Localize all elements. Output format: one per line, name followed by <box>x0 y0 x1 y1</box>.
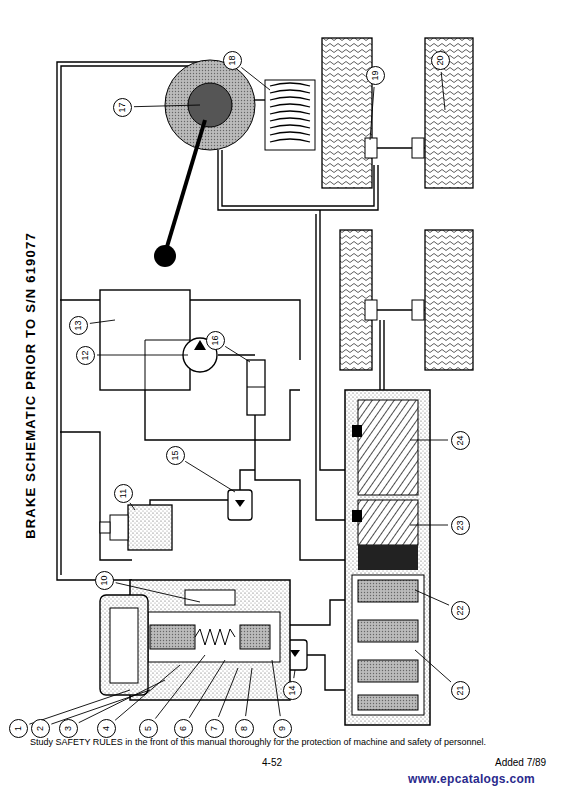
leader-line <box>155 655 205 719</box>
callout-number: 22 <box>451 601 470 620</box>
pump-arrow <box>194 340 206 350</box>
wheel-cylinder <box>365 300 377 320</box>
lever <box>166 120 205 250</box>
brake-drum <box>425 38 473 188</box>
spool-bore <box>352 575 424 715</box>
callout-number: 9 <box>273 719 292 738</box>
spool-spring <box>358 400 418 495</box>
leader-line <box>410 440 448 441</box>
callout-number: 7 <box>205 719 224 738</box>
callout-number: 12 <box>76 346 95 365</box>
leader-line <box>185 461 235 492</box>
brake-valve-body <box>130 580 290 700</box>
valve-16 <box>247 360 265 415</box>
callout-number: 13 <box>69 316 88 335</box>
leader-line <box>415 650 451 682</box>
leader-line <box>272 660 280 716</box>
callout-number: 15 <box>166 446 185 465</box>
brake-drum <box>322 38 372 188</box>
watermark: www.epcatalogs.com <box>408 772 535 786</box>
cam-housing <box>165 60 255 150</box>
pedal-cap <box>100 595 148 695</box>
callout-number: 19 <box>366 66 385 85</box>
callout-number: 24 <box>451 431 470 450</box>
page-note: Added 7/89 <box>495 757 546 768</box>
callout-number: 5 <box>139 719 158 738</box>
reservoir <box>100 290 190 390</box>
valve-spring <box>195 629 235 645</box>
leader-line <box>441 72 445 110</box>
callout-number: 8 <box>235 719 254 738</box>
upper-passage <box>185 590 235 605</box>
check-ball <box>352 510 362 522</box>
leader-line <box>294 670 295 678</box>
poppet <box>240 625 270 649</box>
valve-16-split <box>247 387 265 388</box>
leader-line <box>246 668 252 716</box>
brake-valve-bore <box>148 612 280 662</box>
valve-11 <box>128 505 172 550</box>
leader-lines <box>29 67 451 724</box>
leader-line <box>410 525 448 526</box>
page-note: 4-52 <box>262 757 282 768</box>
leader-line <box>370 87 374 140</box>
check-ball <box>352 425 362 437</box>
callout-number: 11 <box>114 484 133 503</box>
callout-number: 17 <box>113 98 132 117</box>
spring-housing <box>265 80 315 150</box>
callout-number: 18 <box>223 51 242 70</box>
spring-coil <box>270 83 310 142</box>
tank-14-mark <box>290 650 300 657</box>
reservoir-baffle <box>145 340 190 390</box>
valve-11-nut <box>110 515 128 540</box>
callout-number: 20 <box>431 51 450 70</box>
tank-15 <box>228 490 252 520</box>
tank-15-mark <box>235 500 245 507</box>
wheel-cylinder <box>412 138 424 158</box>
callout-number: 2 <box>31 719 50 738</box>
wheel-cylinder <box>412 300 424 320</box>
callout-number: 4 <box>97 719 116 738</box>
callout-number: 16 <box>206 331 225 350</box>
brake-drum <box>425 230 473 370</box>
spool-spring <box>358 500 418 545</box>
callout-number: 10 <box>95 571 114 590</box>
spool-end <box>358 545 418 570</box>
leader-line <box>241 67 270 90</box>
leader-line <box>79 680 165 723</box>
callout-number: 3 <box>59 719 78 738</box>
diagram-title: BRAKE SCHEMATIC PRIOR TO S/N 619077 <box>23 232 38 539</box>
pedal-plunger <box>110 608 138 683</box>
page-note: Study SAFETY RULES in the front of this … <box>30 737 486 747</box>
piston <box>150 625 195 649</box>
leader-line <box>218 668 238 717</box>
callout-number: 14 <box>283 681 302 700</box>
leader-line <box>90 320 115 323</box>
leader-line <box>116 583 200 602</box>
wheel-cylinder <box>365 138 377 158</box>
spool-lands <box>358 580 418 710</box>
callout-number: 6 <box>174 719 193 738</box>
leader-line <box>134 105 200 107</box>
leader-line <box>115 665 180 720</box>
leader-line <box>225 346 250 362</box>
leader-line <box>189 660 225 718</box>
valve-11-stem <box>100 522 110 533</box>
leader-line <box>97 355 188 356</box>
lever-knob <box>154 245 176 267</box>
leader-line <box>130 503 135 510</box>
callout-number: 21 <box>451 681 470 700</box>
callout-number: 1 <box>9 719 28 738</box>
callout-number: 23 <box>451 516 470 535</box>
leader-line <box>415 590 449 605</box>
